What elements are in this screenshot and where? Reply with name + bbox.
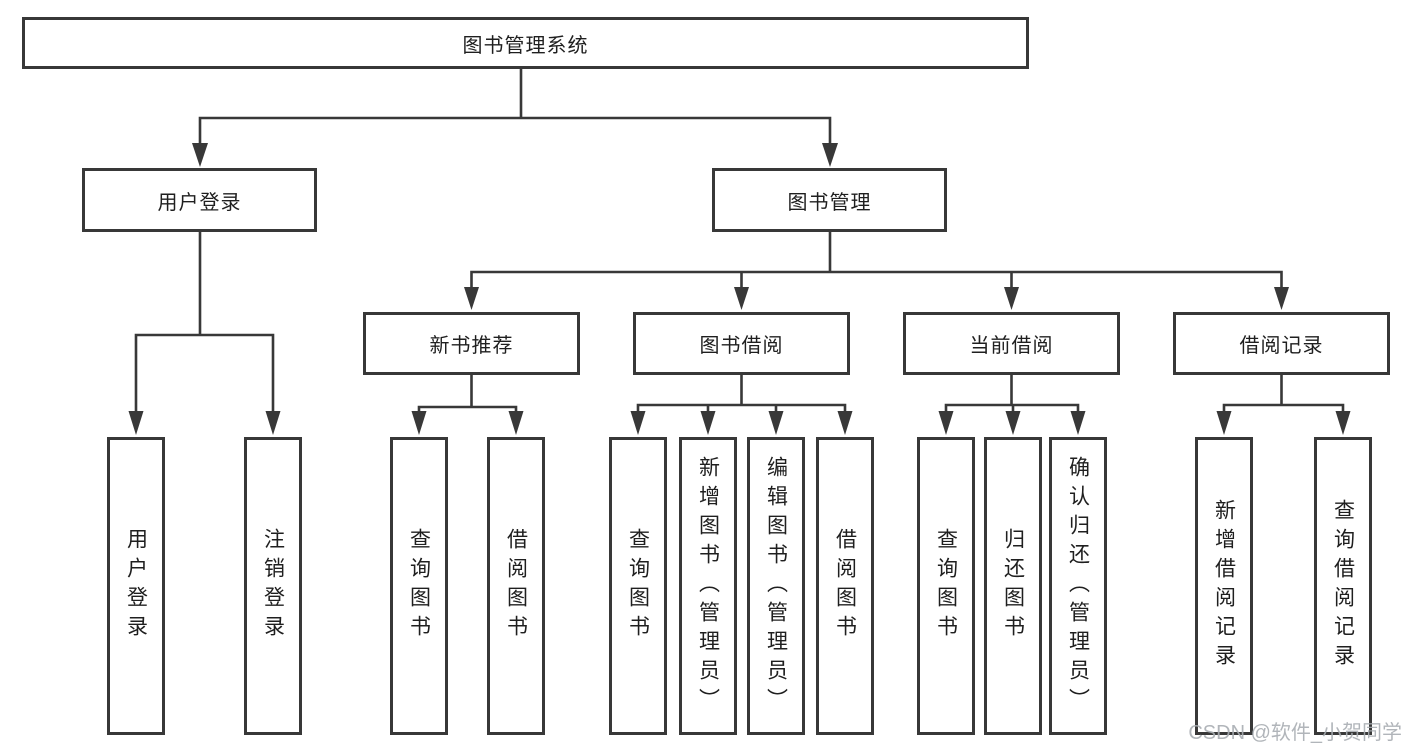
node-book-management: 图书管理 xyxy=(712,168,947,232)
leaf-return-books: 归还图书 xyxy=(984,437,1042,735)
leaf-query-books-current: 查询图书 xyxy=(917,437,975,735)
node-user-login: 用户登录 xyxy=(82,168,317,232)
leaf-query-books-borrowing: 查询图书 xyxy=(609,437,667,735)
leaf-logout: 注销登录 xyxy=(244,437,302,735)
leaf-label: 借阅图书 xyxy=(833,528,857,644)
leaf-borrow-books: 借阅图书 xyxy=(816,437,874,735)
leaf-borrow-books-recommend: 借阅图书 xyxy=(487,437,545,735)
node-book-borrowing: 图书借阅 xyxy=(633,312,850,375)
leaf-add-borrow-record: 新增借阅记录 xyxy=(1195,437,1253,735)
leaf-label: 编辑图书（管理员） xyxy=(764,455,788,717)
leaf-label: 查询图书 xyxy=(626,528,650,644)
leaf-label: 查询图书 xyxy=(407,528,431,644)
node-current-borrowing: 当前借阅 xyxy=(903,312,1120,375)
leaf-user-login: 用户登录 xyxy=(107,437,165,735)
node-library-management-system: 图书管理系统 xyxy=(22,17,1029,69)
leaf-query-borrow-record: 查询借阅记录 xyxy=(1314,437,1372,735)
leaf-label: 借阅图书 xyxy=(504,528,528,644)
leaf-label: 用户登录 xyxy=(124,528,148,644)
leaf-add-books-admin: 新增图书（管理员） xyxy=(679,437,737,735)
leaf-query-books-recommend: 查询图书 xyxy=(390,437,448,735)
leaf-confirm-return-admin: 确认归还（管理员） xyxy=(1049,437,1107,735)
leaf-label: 归还图书 xyxy=(1001,528,1025,644)
leaf-label: 新增图书（管理员） xyxy=(696,455,720,717)
leaf-label: 注销登录 xyxy=(261,528,285,644)
leaf-label: 查询借阅记录 xyxy=(1331,499,1355,673)
leaf-label: 确认归还（管理员） xyxy=(1066,455,1090,717)
leaf-label: 新增借阅记录 xyxy=(1212,499,1236,673)
leaf-edit-books-admin: 编辑图书（管理员） xyxy=(747,437,805,735)
watermark: CSDN @软件_小贺同学 xyxy=(1188,722,1402,744)
leaf-label: 查询图书 xyxy=(934,528,958,644)
node-new-book-recommend: 新书推荐 xyxy=(363,312,580,375)
node-borrowing-records: 借阅记录 xyxy=(1173,312,1390,375)
